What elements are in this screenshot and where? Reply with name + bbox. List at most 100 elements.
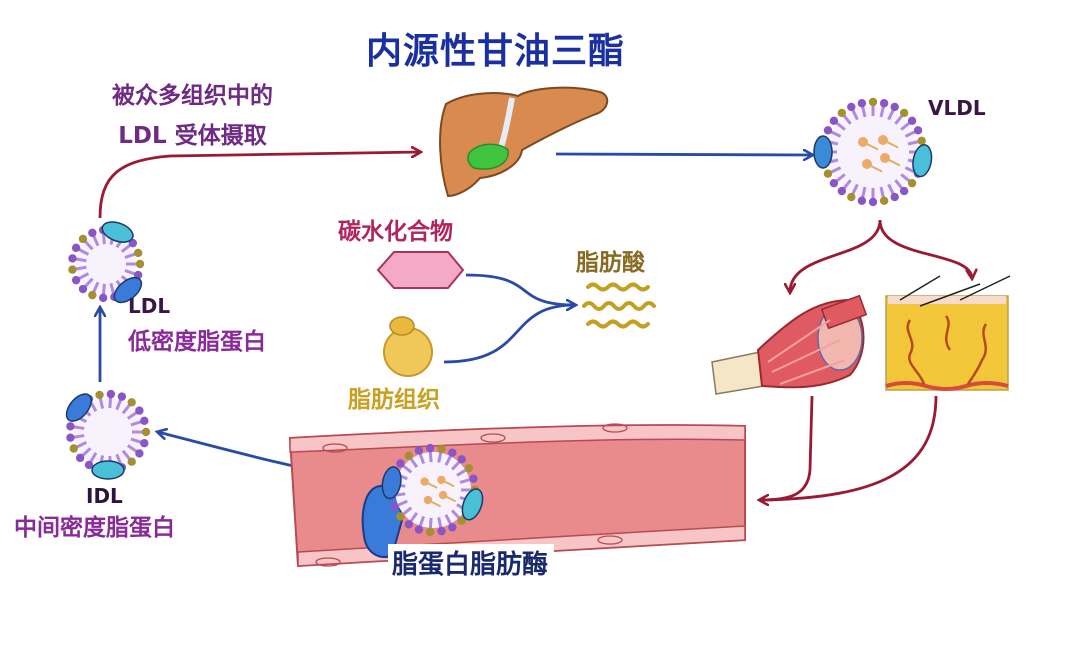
- ldl-name-label: 低密度脂蛋白: [128, 329, 266, 355]
- membrane-bead: [140, 416, 149, 425]
- membrane-bead: [879, 196, 889, 205]
- arrow-fat-to-vessel: [761, 395, 938, 502]
- membrane-bead: [404, 451, 413, 460]
- membrane-bead: [857, 196, 867, 205]
- membrane-bead: [437, 444, 446, 454]
- membrane-bead: [917, 136, 926, 146]
- arrow-liver-to-vldl: [555, 154, 812, 155]
- vldl-particle-icon: [813, 97, 933, 207]
- fat-tissue-icon: [885, 275, 1011, 391]
- membrane-bead: [879, 99, 889, 108]
- adipose-cell-icon: [383, 316, 433, 377]
- membrane-bead: [117, 392, 127, 401]
- membrane-bead: [140, 439, 149, 448]
- arrow-ldl-to-liver: [98, 152, 420, 219]
- triglyceride-tail: [866, 163, 883, 173]
- membrane-bead: [837, 186, 847, 196]
- membrane-bead: [135, 406, 144, 415]
- membrane-bead: [390, 502, 399, 511]
- apoprotein: [65, 393, 93, 422]
- idl-name-label: 中间密度脂蛋白: [14, 515, 175, 541]
- blood-vessel-icon: [288, 423, 746, 568]
- muscle-icon: [711, 294, 868, 395]
- membrane-bead: [98, 293, 108, 303]
- membrane-bead: [95, 390, 104, 400]
- membrane-bead: [469, 474, 478, 483]
- uptake-label-line-1: 被众多组织中的: [112, 83, 273, 109]
- membrane-bead: [829, 178, 839, 188]
- ldl-abbr-label: LDL: [128, 294, 171, 318]
- triglyceride-head: [420, 477, 429, 486]
- triglyceride-head: [437, 475, 446, 485]
- membrane-bead: [141, 427, 151, 437]
- membrane-bead: [823, 169, 833, 178]
- membrane-bead: [106, 389, 116, 399]
- membrane-bead: [396, 459, 405, 468]
- membrane-bead: [890, 192, 899, 202]
- membrane-bead: [71, 243, 81, 253]
- arrows: [100, 152, 972, 500]
- membrane-bead: [88, 228, 97, 238]
- membrane-bead: [837, 108, 847, 118]
- apoprotein: [461, 488, 484, 521]
- membrane-bead: [88, 290, 97, 300]
- membrane-bead: [457, 455, 466, 464]
- vessel-lipoprotein-particle-icon: [381, 443, 484, 537]
- membrane-bead: [133, 248, 143, 258]
- arrow-vldl-to-fat: [878, 219, 972, 278]
- membrane-bead: [66, 422, 75, 431]
- adipose-tissue-label: 脂肪组织: [348, 387, 440, 413]
- arrow-muscle-to-vessel: [760, 395, 814, 500]
- membrane-bead: [127, 457, 136, 466]
- triglyceride-tail: [442, 494, 457, 503]
- membrane-bead: [69, 444, 78, 453]
- membrane-bead: [127, 398, 136, 407]
- idl-abbr-label: IDL: [86, 484, 123, 508]
- membrane-bead: [78, 234, 88, 244]
- apoprotein: [113, 276, 143, 304]
- membrane-bead: [414, 446, 424, 455]
- apoprotein: [101, 221, 134, 243]
- membrane-bead: [68, 265, 77, 274]
- membrane-bead: [425, 443, 435, 453]
- arrow-carb-to-fatty-acid: [465, 273, 575, 305]
- membrane-bead: [448, 448, 457, 457]
- membrane-bead: [907, 116, 917, 126]
- membrane-bead: [913, 126, 923, 135]
- triglyceride-head: [438, 490, 448, 500]
- membrane-bead: [75, 453, 85, 463]
- membrane-bead: [396, 512, 405, 521]
- fatty-acid-label: 脂肪酸: [576, 250, 645, 276]
- arrow-adipose-to-fatty-acid: [443, 303, 576, 364]
- membrane-bead: [899, 186, 909, 196]
- vldl-label: VLDL: [928, 96, 986, 120]
- membrane-bead: [457, 516, 466, 525]
- triglyceride-head: [423, 495, 433, 505]
- membrane-bead: [868, 197, 878, 207]
- membrane-bead: [823, 126, 833, 135]
- membrane-bead: [437, 526, 446, 536]
- membrane-bead: [78, 284, 88, 294]
- membrane-bead: [135, 259, 145, 269]
- arrow-vldl-to-muscle: [790, 219, 882, 292]
- membrane-bead: [84, 460, 94, 470]
- ldl-receptor-uptake-label: 被众多组织中的 LDL 受体摄取: [112, 76, 273, 156]
- triglyceride-tail: [424, 480, 438, 489]
- apoprotein: [813, 135, 833, 169]
- fatty-acid-chains-icon: [582, 282, 656, 329]
- membrane-bead: [425, 527, 435, 537]
- membrane-bead: [857, 99, 867, 108]
- apoprotein: [381, 466, 402, 500]
- membrane-bead: [829, 116, 839, 126]
- idl-particle-icon: [65, 389, 151, 480]
- triglyceride-tail: [440, 479, 455, 488]
- membrane-bead: [868, 97, 878, 107]
- uptake-label-line-2: LDL 受体摄取: [118, 123, 267, 149]
- triglyceride-tail: [884, 157, 901, 167]
- liver-icon: [439, 86, 609, 198]
- membrane-bead: [448, 523, 457, 532]
- membrane-bead: [414, 525, 424, 534]
- membrane-bead: [899, 108, 909, 118]
- membrane-bead: [847, 192, 856, 202]
